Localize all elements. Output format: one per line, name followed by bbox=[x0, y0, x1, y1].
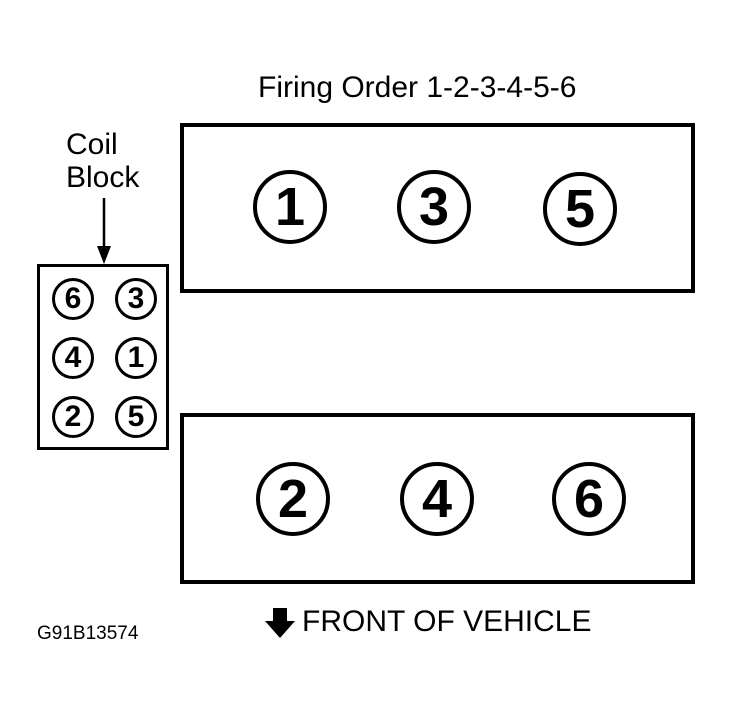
front-of-vehicle-label: FRONT OF VEHICLE bbox=[302, 605, 592, 638]
cylinder-4: 4 bbox=[400, 462, 474, 536]
coil-block bbox=[37, 264, 169, 450]
cylinder-2: 2 bbox=[256, 462, 330, 536]
coil-terminal: 4 bbox=[52, 337, 94, 379]
coil-block-label: Coil Block bbox=[66, 128, 139, 194]
figure-id: G91B13574 bbox=[37, 623, 139, 644]
arrow-down-icon bbox=[97, 198, 111, 264]
engine-bank-bottom bbox=[180, 413, 695, 584]
cylinder-3: 3 bbox=[397, 170, 471, 244]
engine-bank-top bbox=[180, 123, 695, 293]
coil-block-label-line1: Coil bbox=[66, 128, 118, 161]
coil-terminal: 1 bbox=[115, 337, 157, 379]
coil-terminal: 5 bbox=[115, 396, 157, 438]
cylinder-1: 1 bbox=[253, 170, 327, 244]
coil-terminal: 3 bbox=[115, 278, 157, 320]
bold-arrow-down-icon bbox=[265, 608, 295, 638]
diagram-title: Firing Order 1-2-3-4-5-6 bbox=[258, 71, 577, 104]
coil-terminal: 2 bbox=[52, 396, 94, 438]
cylinder-6: 6 bbox=[552, 462, 626, 536]
cylinder-5: 5 bbox=[543, 172, 617, 246]
coil-terminal: 6 bbox=[52, 278, 94, 320]
coil-block-label-line2: Block bbox=[66, 161, 140, 194]
